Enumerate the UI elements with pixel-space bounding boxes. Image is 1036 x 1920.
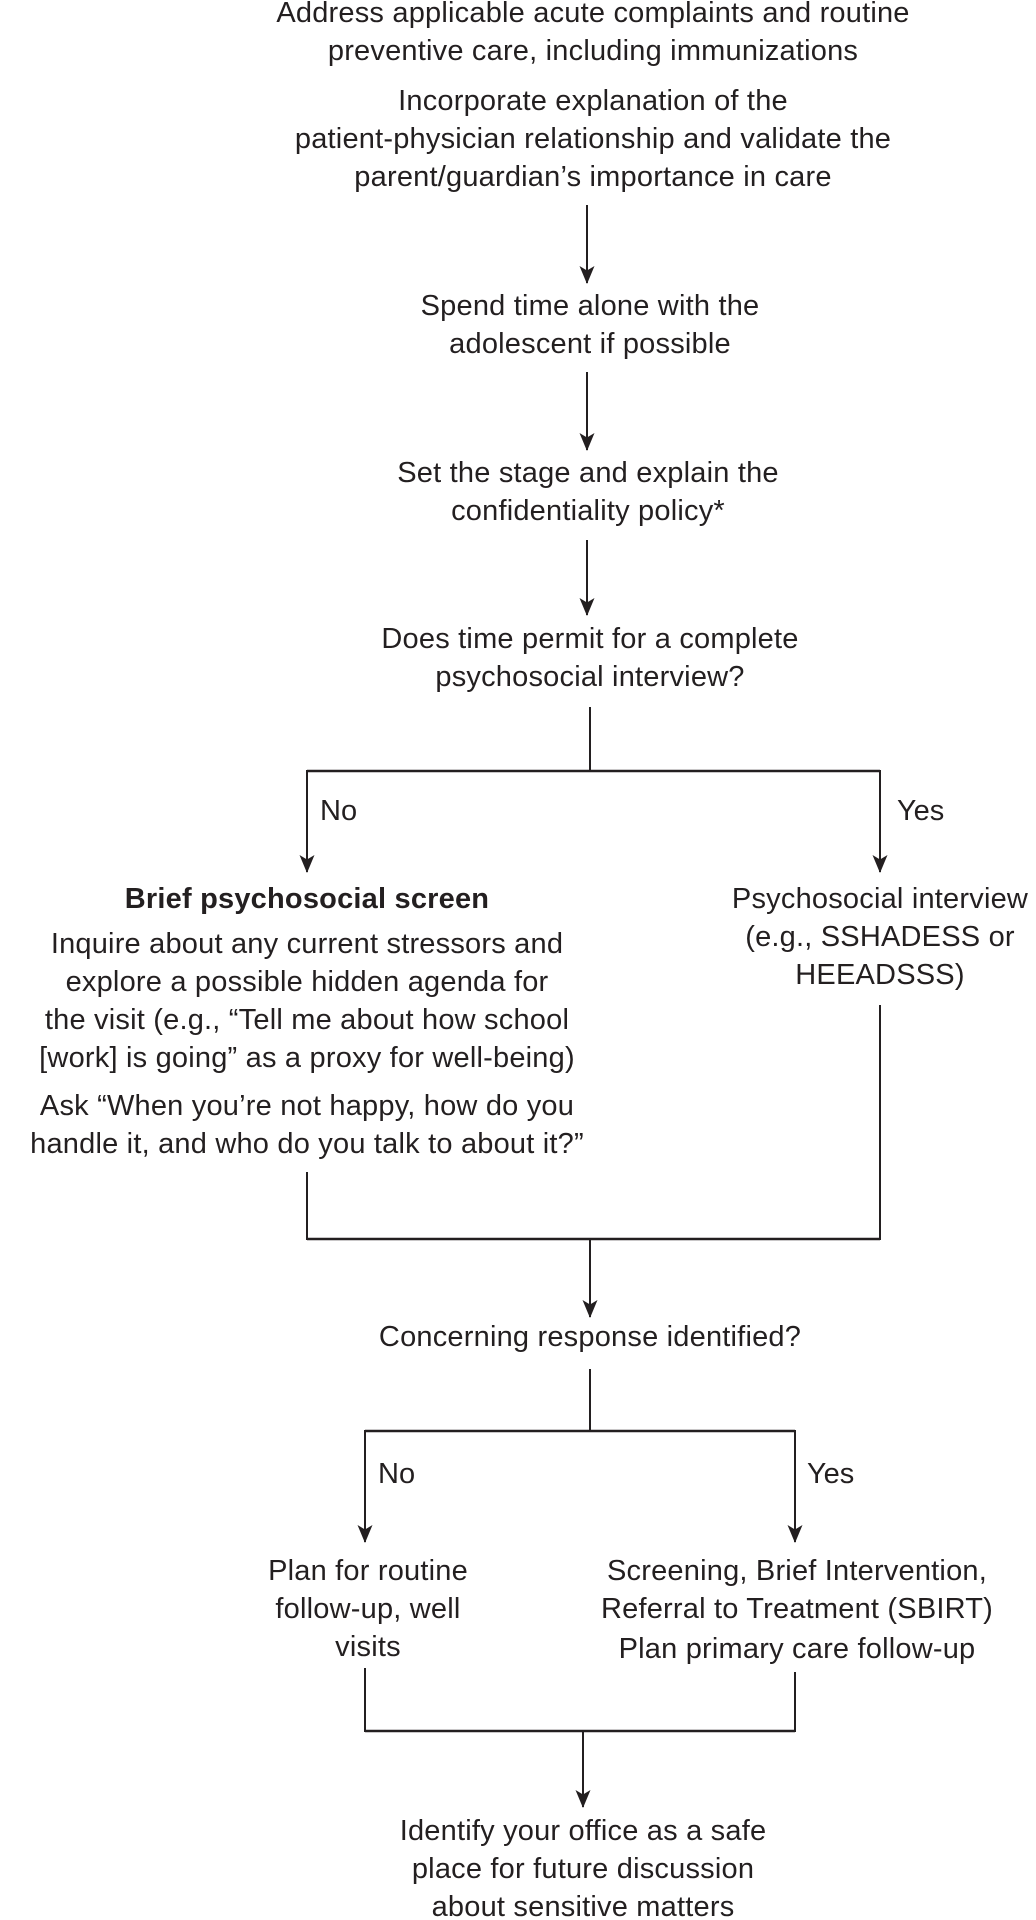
decision-concerning-response: Concerning response identified?: [378, 1321, 802, 1353]
node-brief-screen-ask: Ask “When you’re not happy, how do you h…: [30, 1090, 584, 1160]
node-sbirt: Screening, Brief Intervention, Referral …: [600, 1555, 994, 1625]
branch-label-yes-2: Yes: [807, 1458, 855, 1490]
node-sbirt-followup: Plan primary care follow-up: [618, 1633, 976, 1665]
node-brief-screen-body: Inquire about any current stressors and …: [39, 928, 575, 1074]
node-set-stage: Set the stage and explain the confidenti…: [397, 457, 779, 527]
node-brief-screen-title: Brief psychosocial screen: [124, 883, 490, 915]
branch-label-yes-1: Yes: [897, 795, 945, 827]
node-safe-place: Identify your office as a safe place for…: [399, 1815, 767, 1920]
branch-label-no-2: No: [378, 1458, 416, 1490]
node-intro-relationship: Incorporate explanation of the patient-p…: [294, 85, 892, 193]
node-routine-followup: Plan for routine follow-up, well visits: [268, 1555, 468, 1663]
node-spend-time-alone: Spend time alone with the adolescent if …: [420, 290, 760, 360]
node-psychosocial-interview: Psychosocial interview (e.g., SSHADESS o…: [731, 883, 1029, 991]
decision-time-permit: Does time permit for a complete psychoso…: [381, 623, 799, 693]
branch-label-no-1: No: [320, 795, 358, 827]
node-intro-acute-care: Address applicable acute complaints and …: [276, 0, 910, 67]
